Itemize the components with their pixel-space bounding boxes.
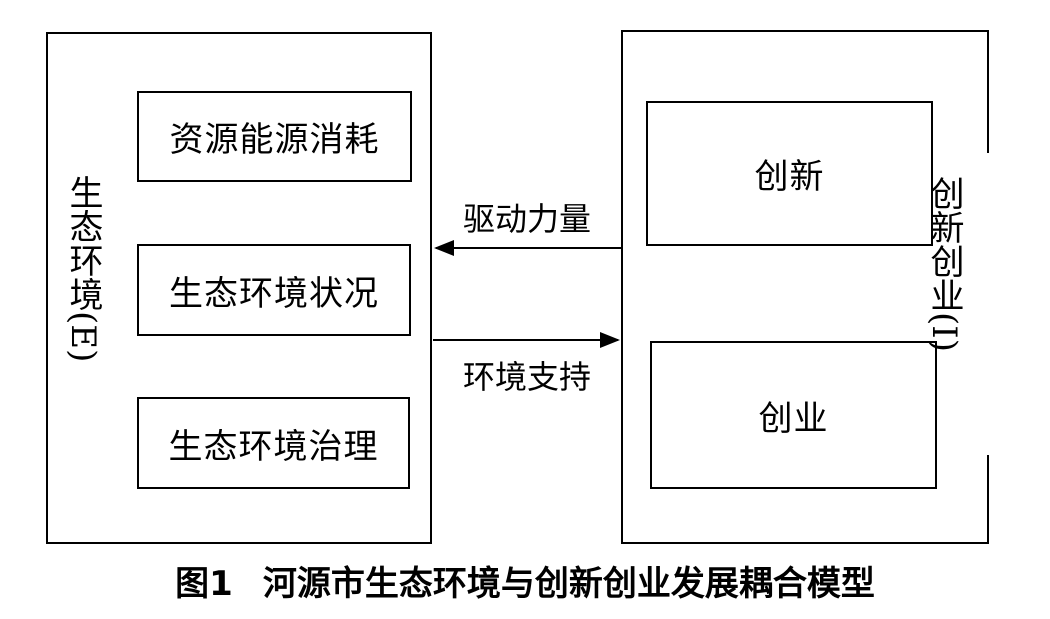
resource-energy-consumption-box: 资源能源消耗: [137, 91, 412, 182]
figure-caption: 图1 河源市生态环境与创新创业发展耦合模型: [0, 556, 1050, 605]
ecological-environment-frame: [46, 32, 432, 544]
ecological-governance-box: 生态环境治理: [137, 397, 410, 489]
entrepreneurship-text: 创业: [758, 398, 829, 439]
innovation-entrepreneurship-label: 创新创业(I): [924, 176, 964, 352]
innovation-text: 创新: [754, 157, 825, 197]
ecological-status-text: 生态环境状况: [169, 273, 379, 314]
environmental-support-label: 环境支持: [463, 358, 592, 396]
figure-title: 河源市生态环境与创新创业发展耦合模型: [262, 564, 875, 604]
ecological-status-box: 生态环境状况: [137, 244, 411, 336]
resource-energy-consumption-text: 资源能源消耗: [169, 120, 380, 160]
figure-number: 图1: [175, 564, 233, 604]
ecological-environment-label: 生态环境(E): [63, 175, 103, 363]
innovation-box: 创新: [646, 101, 933, 246]
ecological-governance-text: 生态环境治理: [168, 426, 379, 467]
driving-force-label: 驱动力量: [463, 200, 592, 238]
entrepreneurship-box: 创业: [650, 341, 937, 489]
